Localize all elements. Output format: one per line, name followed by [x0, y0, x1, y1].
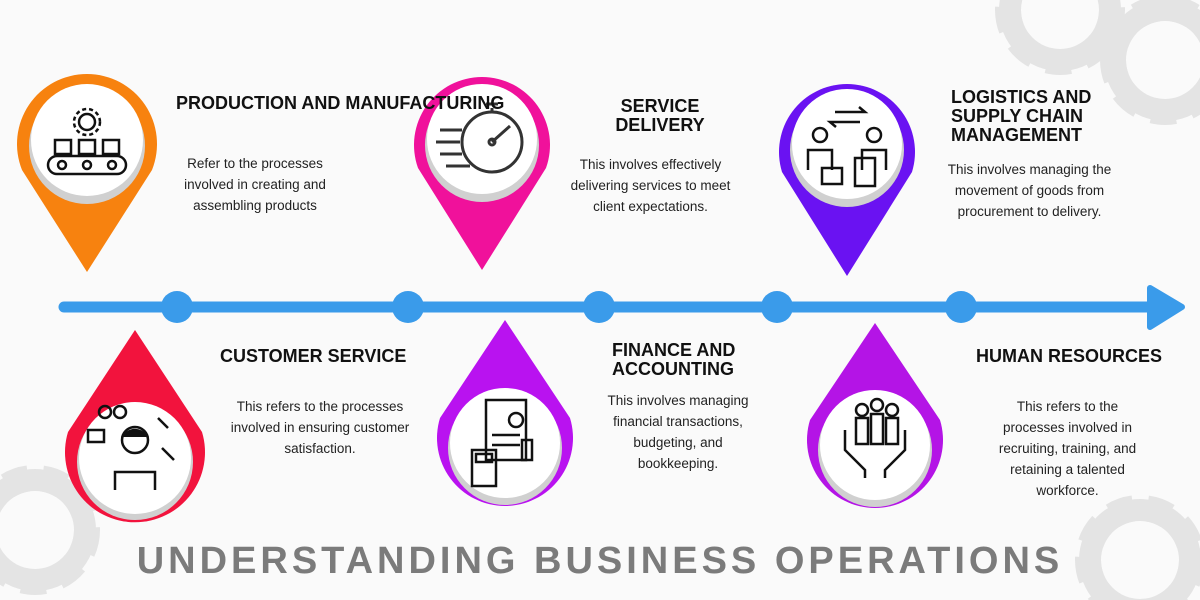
- timeline-dots: [161, 291, 977, 323]
- timeline-dot: [583, 291, 615, 323]
- gear-decoration-icon: [1113, 8, 1200, 112]
- heading-finance: FINANCE AND ACCOUNTING: [612, 340, 736, 379]
- text-logistics: This involves managing the movement of g…: [947, 162, 1112, 219]
- stopwatch-icon: [436, 102, 524, 174]
- calculator-document-icon: [470, 398, 534, 488]
- text-human-resources: This refers to the processes involved in…: [998, 399, 1137, 498]
- conveyor-gear-icon: [46, 107, 128, 176]
- timeline-arrowhead: [1147, 285, 1185, 330]
- text-service-delivery: This involves effectively delivering ser…: [570, 157, 731, 214]
- timeline-dot: [392, 291, 424, 323]
- exchange-people-icon: [806, 106, 888, 188]
- pin-logistics: [779, 84, 915, 276]
- support-agent-icon: [86, 404, 175, 490]
- timeline-dot: [761, 291, 793, 323]
- heading-human-resources: HUMAN RESOURCES: [976, 346, 1163, 366]
- pin-service-delivery: [414, 77, 550, 270]
- timeline-dot: [945, 291, 977, 323]
- pin-finance: [437, 320, 573, 506]
- heading-logistics: LOGISTICS AND SUPPLY CHAIN MANAGEMENT: [951, 87, 1092, 145]
- gear-decoration-icon: [1008, 0, 1112, 62]
- heading-customer-service: CUSTOMER SERVICE: [220, 346, 407, 366]
- heading-production: PRODUCTION AND MANUFACTURING: [176, 93, 505, 113]
- text-customer-service: This refers to the processes involved in…: [230, 399, 410, 456]
- pin-human-resources: [807, 323, 943, 508]
- text-production: Refer to the processes involved in creat…: [184, 156, 326, 213]
- pin-customer-service: [64, 330, 206, 523]
- text-finance: This involves managing financial transac…: [607, 393, 749, 471]
- pin-production: [17, 74, 158, 272]
- hands-people-icon: [843, 397, 907, 478]
- page-title: UNDERSTANDING BUSINESS OPERATIONS: [136, 540, 1064, 582]
- heading-service-delivery: SERVICE DELIVERY: [615, 96, 705, 135]
- timeline-dot: [161, 291, 193, 323]
